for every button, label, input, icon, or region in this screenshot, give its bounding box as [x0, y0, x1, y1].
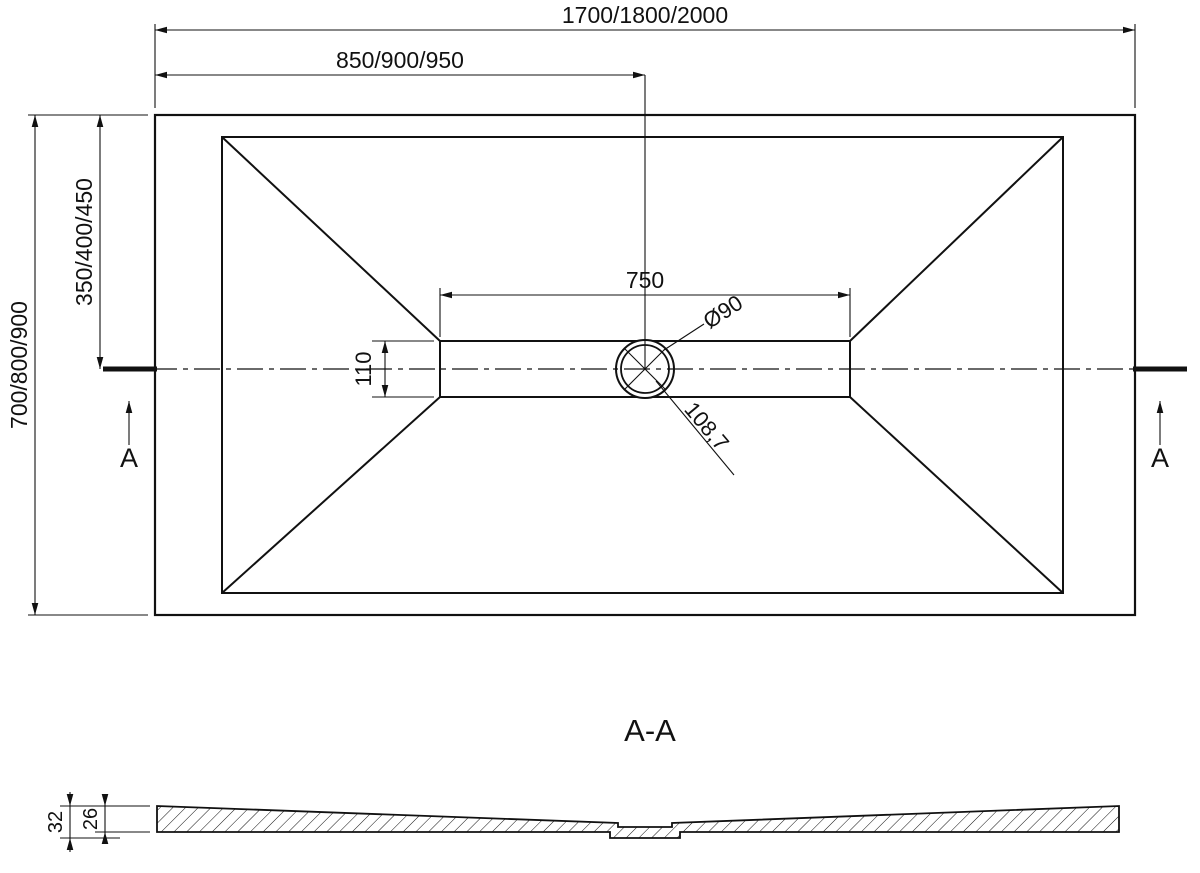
leader-line [663, 323, 705, 351]
tray-section-profile [156, 805, 1120, 839]
section-marker-right: A [1151, 401, 1169, 473]
dim-drain-diameter-label: Ø90 [699, 290, 747, 334]
dim-overall-depth-label: 700/800/900 [6, 301, 32, 429]
section-marker-left: A [120, 401, 138, 473]
section-view: A-A 32 26 [45, 713, 1120, 852]
dim-channel-length-label: 750 [626, 267, 664, 293]
section-marker-right-label: A [1151, 443, 1169, 473]
slope-line-top-left [221, 136, 441, 342]
dim-channel-width-label: 110 [351, 351, 376, 386]
dim-center-width-label: 850/900/950 [336, 47, 464, 73]
dim-center-depth: 350/400/450 [71, 115, 104, 369]
dim-center-width: 850/900/950 [155, 47, 646, 369]
slope-line-top-right [849, 136, 1064, 342]
slope-line-bottom-right [849, 396, 1064, 594]
dim-channel-length: 750 [439, 267, 851, 337]
section-marker-left-label: A [120, 443, 138, 473]
dim-edge-height: 26 [80, 794, 150, 844]
dim-overall-width: 1700/1800/2000 [154, 2, 1136, 108]
dim-overall-depth: 700/800/900 [6, 114, 148, 616]
slope-line-bottom-left [221, 396, 441, 594]
dim-drain-note-label: 108,7 [679, 397, 734, 455]
leader-line [655, 380, 735, 476]
dim-center-depth-label: 350/400/450 [71, 178, 97, 306]
dim-edge-height-label: 26 [80, 808, 102, 830]
dim-total-height-label: 32 [45, 811, 67, 833]
dim-overall-width-label: 1700/1800/2000 [562, 2, 728, 28]
top-view: A A 1700/1800/2000 850/900/950 700/800/9… [6, 2, 1187, 617]
tray-inner-edge [221, 136, 1064, 594]
section-title: A-A [624, 713, 676, 748]
dim-drain-note: 108,7 [655, 380, 735, 476]
dim-channel-width: 110 [351, 340, 434, 398]
